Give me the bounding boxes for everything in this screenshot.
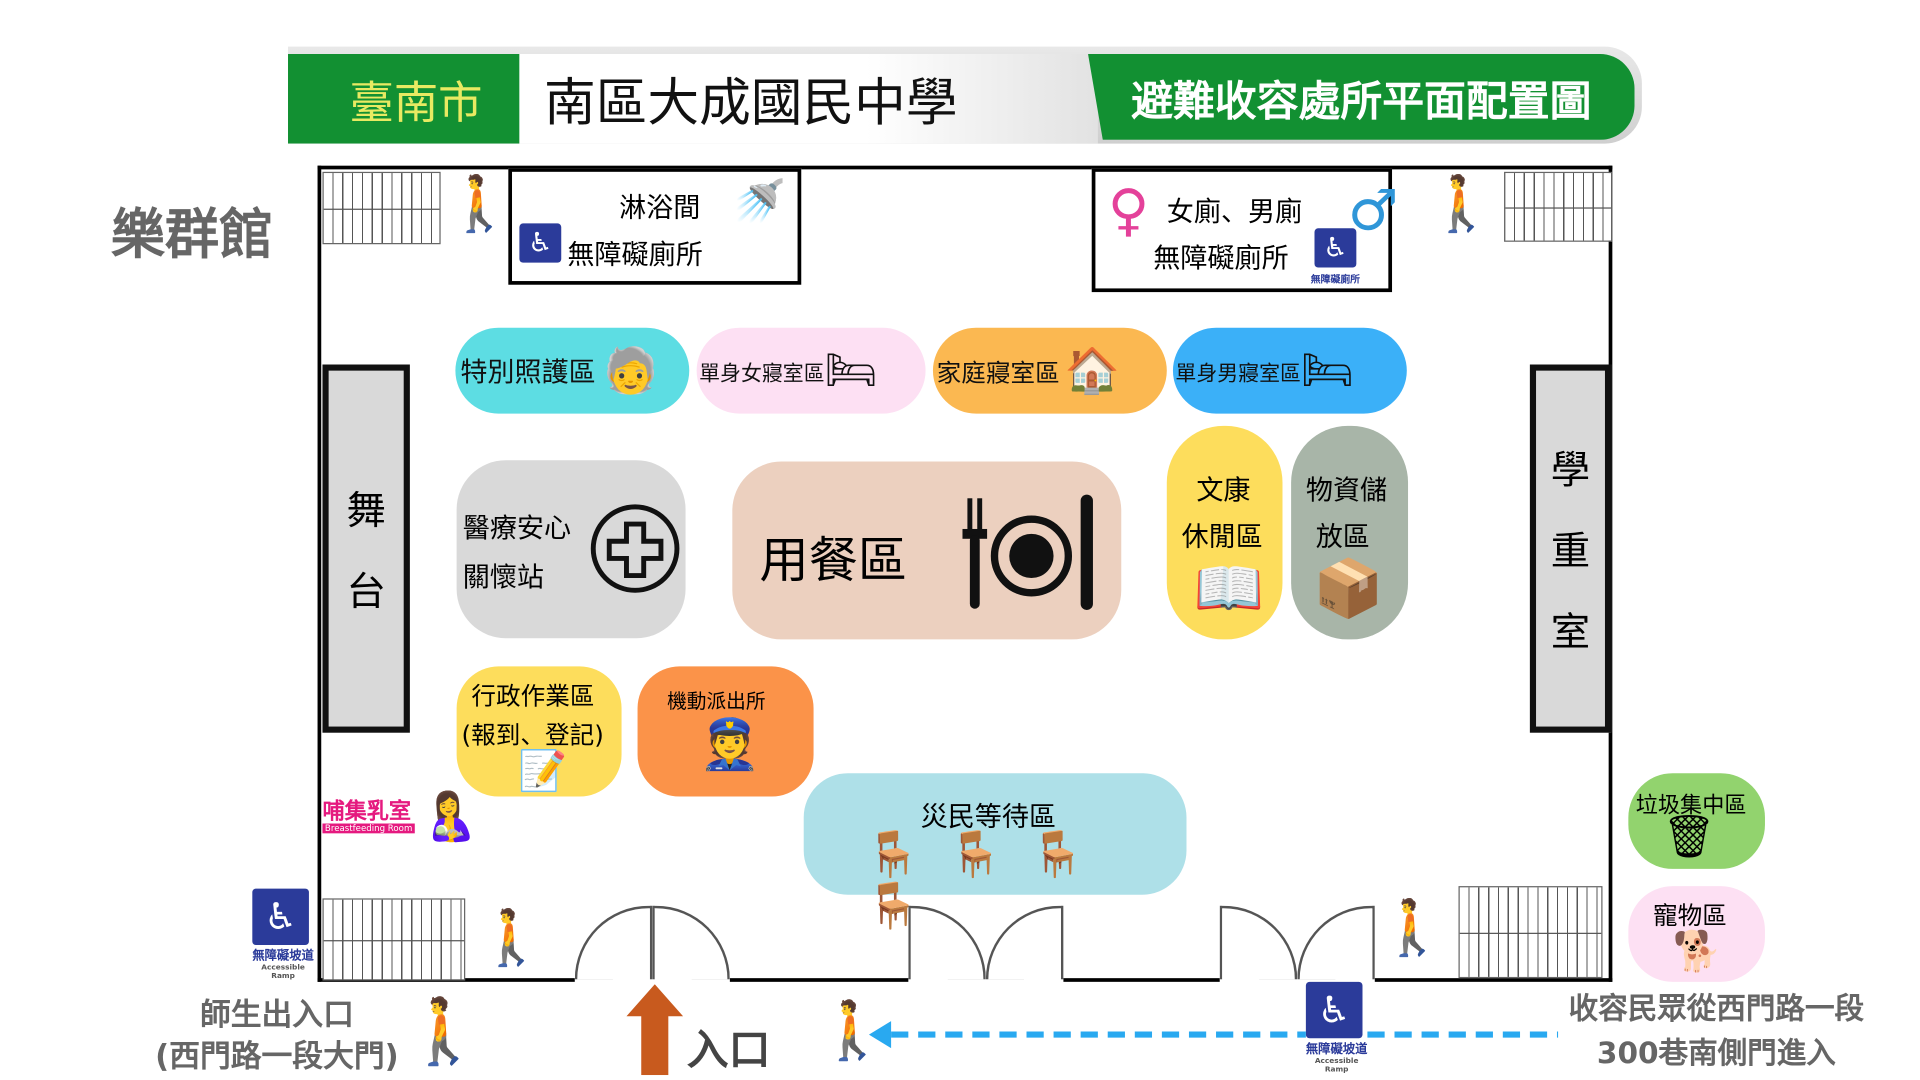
stairs-person-icon: 🚶 [1378,897,1446,960]
reading-person-icon: 📖 [1193,554,1265,622]
zone-label: 特別照護區 [460,358,596,390]
stairs-bottom-right [1458,886,1603,979]
family-house-icon: 🏠 [1064,346,1120,397]
walking-person-icon: 🚶 [817,996,888,1063]
accessible-toilet-label: 無障礙廁所 [1153,244,1289,275]
zone-label: 放區 [1315,522,1370,554]
stage-label: 台 [346,568,386,615]
staff-entrance-label: 師生出入口 (西門路一段大門) [154,994,400,1077]
stage-label: 舞 [346,487,386,534]
right-room: 學 重 室 [1529,364,1612,733]
zone-label: 醫療安心 [462,514,572,545]
zone-label: 垃圾集中區 [1635,792,1747,819]
stairs-top-left [322,171,441,245]
breastfeeding-label: 哺集乳室 [322,798,412,825]
medical-cross-icon [590,504,680,593]
ramp-label: 無障礙坡道 [252,949,314,964]
accessible-ramp-sign-right: ♿ 無障礙坡道 Accessible Ramp [1305,981,1368,1074]
zone-label: 行政作業區 [471,681,595,711]
accessible-toilet-icon: ♿ [519,223,562,263]
zone-label: 家庭寢室區 [936,357,1060,388]
zone-supplies: 物資儲 放區 📦 [1291,425,1409,640]
zone-family: 家庭寢室區🏠 [932,327,1167,414]
elderly-walker-icon: 🧓 [603,346,659,397]
ramp-en-label: Accessible Ramp [1314,1056,1359,1074]
city-label: 臺南市 [288,54,520,144]
evacuee-entrance-line: 收容民眾從西門路一段 [1568,991,1865,1027]
zone-label: 用餐區 [759,532,908,590]
wheelchair-icon: ♿ [252,888,309,946]
zone-single-male: 單身男寢室區🛏 [1172,327,1407,414]
zone-single-female: 單身女寢室區🛏 [696,327,926,414]
hikers-icon: 🚶 [403,995,484,1069]
accessible-ramp-sign-left: ♿ 無障礙坡道 Accessible Ramp [252,888,314,981]
staff-entrance-line: 師生出入口 [199,996,354,1033]
main-entrance-label: 入口 [686,1026,771,1076]
map-title: 避難收容處所平面配置圖 [1088,54,1635,140]
dog-cat-icon: 🐕 [1672,927,1722,975]
stairs-bottom-left [322,898,466,981]
boxes-icon: 📦 [1313,554,1384,622]
breastfeeding-en-label: Breastfeeding Room [322,823,415,834]
zone-medical: 醫療安心 關懷站 [456,460,686,639]
room-label: 學 [1550,446,1591,494]
zone-label: 寵物區 [1652,900,1727,931]
zone-label: 物資儲 [1305,476,1388,507]
shower-icon: 🚿 [733,176,786,226]
zone-admin: 行政作業區 (報到、登記) 📝 [456,666,622,797]
zone-label: (報到、登記) [461,720,604,750]
accessible-toilet-sign: 無障礙廁所 [1310,273,1361,285]
title-banner: 臺南市 南區大成國民中學 避難收容處所平面配置圖 [288,46,1642,144]
evacuee-entrance-line: 300巷南側門進入 [1596,1035,1836,1071]
accessible-toilet-icon: ♿ [1314,228,1357,268]
zone-label: 機動派出所 [667,689,766,714]
zone-label: 災民等待區 [920,802,1057,834]
stairs-top-right [1504,171,1613,242]
zone-label: 文康 [1196,476,1251,507]
stage-area: 舞 台 [322,364,410,733]
evacuee-entrance-label: 收容民眾從西門路一段 300巷南側門進入 [1553,987,1879,1075]
bunk-bed-icon: 🛏 [1300,346,1355,396]
staff-entrance-line: (西門路一段大門) [155,1038,399,1074]
breastfeeding-room: 哺集乳室 Breastfeeding Room 🤱 [322,789,479,853]
toilets-label: 女廁、男廁 [1166,197,1303,229]
wheelchair-icon: ♿ [1305,981,1363,1039]
school-name: 南區大成國民中學 [519,54,1098,144]
zone-recreation: 文康 休閒區 📖 [1166,425,1283,640]
accessible-toilet-label: 無障礙廁所 [567,240,703,272]
pen-paper-icon: 📝 [518,747,568,795]
zone-police: 機動派出所 👮 [637,666,814,797]
zone-label: 休閒區 [1181,522,1263,554]
zone-pets: 寵物區 🐕 [1628,886,1765,982]
wall [729,978,909,982]
wall [1374,978,1613,982]
zone-garbage: 垃圾集中區 🗑 [1628,773,1765,869]
room-label: 室 [1550,608,1591,656]
trash-recycle-icon: 🗑 [1662,812,1716,862]
shower-room: 淋浴間 🚿 ♿ 無障礙廁所 [508,168,802,285]
zone-dining: 用餐區 [732,461,1122,640]
wall [1063,978,1220,982]
plate-cutlery-icon [962,494,1093,610]
building-name: 樂群館 [110,203,274,267]
direction-arrow [868,1021,1559,1049]
shower-label: 淋浴間 [619,193,701,225]
toilet-room: ♀ 女廁、男廁 ♂ 無障礙廁所 ♿ 無障礙廁所 [1091,168,1398,293]
ramp-label: 無障礙坡道 [1305,1043,1368,1057]
bunk-bed-icon: 🛏 [824,346,878,396]
ramp-en-label: Accessible Ramp [261,963,305,981]
stairs-person-icon: 🚶 [1427,173,1496,236]
zone-label: 關懷站 [462,563,545,595]
stairs-person-icon: 🚶 [477,906,545,970]
room-label: 重 [1550,527,1591,575]
zone-label: 單身女寢室區 [699,361,825,386]
entrance-arrow-icon [626,984,684,1076]
female-icon: ♀ [1107,176,1150,244]
mother-baby-icon: 🤱 [420,789,480,844]
stairs-person-icon: 🚶 [445,173,513,236]
zone-special-care: 特別照護區🧓 [455,327,690,414]
zone-label: 單身男寢室區 [1175,361,1301,386]
police-officer-icon: 👮 [699,716,761,774]
zone-waiting: 災民等待區 🪑🪑🪑🪑 [803,773,1187,932]
